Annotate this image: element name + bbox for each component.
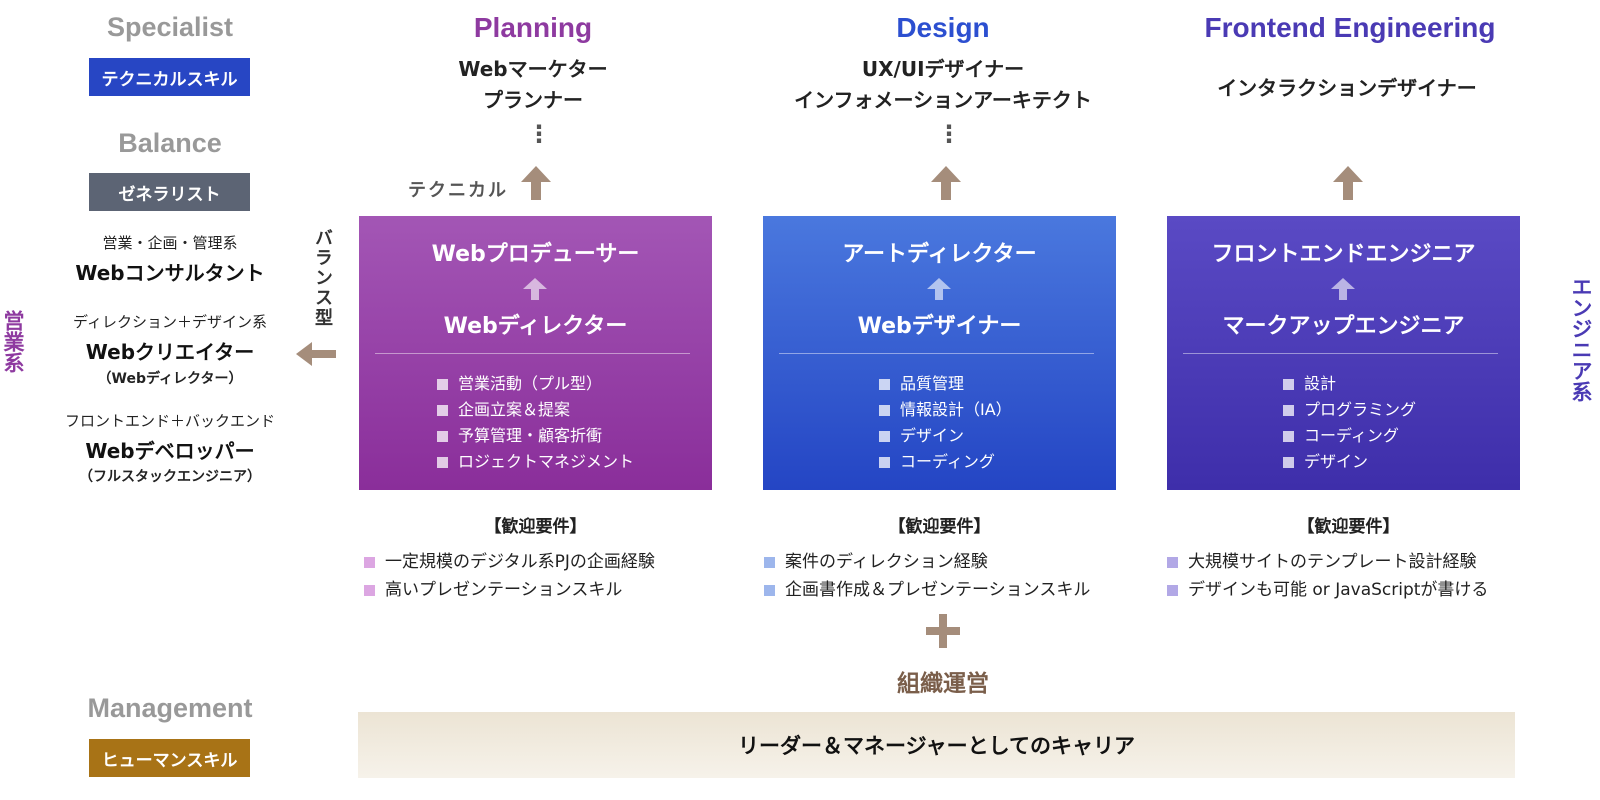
frontend-heading: Frontend Engineering (1204, 12, 1496, 43)
design-junior-role: Webデザイナー (857, 314, 1022, 339)
requirements-heading: 【歓迎要件】 (888, 517, 991, 537)
planning-card: Webプロデューサー Webディレクター 営業活動（プル型） 企画立案＆提案 予… (359, 216, 712, 490)
skills-list: 設計 プログラミング コーディング デザイン (1283, 371, 1416, 475)
engineer-side-label: エンジニア系 (1569, 276, 1593, 402)
up-arrow-icon (931, 166, 961, 200)
role-subtitle: ディレクション＋デザイン系 (73, 313, 267, 331)
design-heading: Design (896, 12, 990, 43)
up-arrow-icon (521, 166, 551, 200)
skill-item: コーディング (879, 449, 1012, 475)
engineering-card: フロントエンドエンジニア マークアップエンジニア 設計 プログラミング コーディ… (1167, 216, 1520, 490)
skill-item: デザイン (1283, 449, 1416, 475)
divider (1183, 353, 1498, 354)
requirements-list: 大規模サイトのテンプレート設計経験 デザインも可能 or JavaScriptが… (1167, 548, 1488, 604)
skill-item: 品質管理 (879, 371, 1012, 397)
skill-item: 営業活動（プル型） (437, 371, 634, 397)
up-arrow-icon (1333, 166, 1363, 200)
human-skill-tag: ヒューマンスキル (89, 739, 250, 777)
engineering-senior-role: フロントエンドエンジニア (1211, 242, 1476, 267)
skill-item: コーディング (1283, 423, 1416, 449)
ellipsis-icon: ⋮ (937, 120, 961, 148)
skill-item: 予算管理・顧客折衝 (437, 423, 634, 449)
top-role: インタラクションデザイナー (1217, 76, 1477, 100)
planning-junior-role: Webディレクター (443, 314, 628, 339)
skill-item: ロジェクトマネジメント (437, 449, 634, 475)
small-up-arrow-icon (523, 278, 547, 300)
balance-heading: Balance (118, 128, 222, 158)
specialist-heading: Specialist (106, 12, 234, 42)
role-paren: （フルスタックエンジニア） (79, 469, 261, 485)
technical-label: テクニカル (408, 180, 508, 201)
skill-item: 企画立案＆提案 (437, 397, 634, 423)
generalist-tag: ゼネラリスト (89, 173, 250, 211)
top-role: プランナー (483, 88, 583, 112)
top-role: インフォメーションアーキテクト (794, 88, 1092, 112)
planning-heading: Planning (473, 12, 593, 43)
divider (375, 353, 690, 354)
requirements-heading: 【歓迎要件】 (484, 517, 587, 537)
divider (779, 353, 1094, 354)
requirements-list: 案件のディレクション経験 企画書作成＆プレゼンテーションスキル (764, 548, 1090, 604)
role-title: Webデベロッパー (85, 439, 255, 463)
top-role: Webマーケター (458, 57, 608, 81)
organization-label: 組織運営 (897, 671, 989, 697)
skill-item: デザイン (879, 423, 1012, 449)
balance-type-label: バランス型 (312, 228, 333, 328)
requirements-heading: 【歓迎要件】 (1297, 517, 1400, 537)
skills-list: 品質管理 情報設計（IA） デザイン コーディング (879, 371, 1012, 475)
requirement-item: 高いプレゼンテーションスキル (364, 576, 655, 604)
role-paren: （Webディレクター） (97, 371, 243, 387)
planning-senior-role: Webプロデューサー (431, 242, 640, 267)
ellipsis-icon: ⋮ (527, 120, 551, 148)
left-arrow-icon (296, 342, 336, 366)
skill-item: 情報設計（IA） (879, 397, 1012, 423)
plus-icon (926, 614, 960, 648)
sales-side-label: 営業系 (1, 310, 25, 373)
skills-list: 営業活動（プル型） 企画立案＆提案 予算管理・顧客折衝 ロジェクトマネジメント (437, 371, 634, 475)
role-title: Webクリエイター (85, 340, 255, 364)
technical-skill-tag: テクニカルスキル (89, 58, 250, 96)
role-subtitle: フロントエンド＋バックエンド (64, 412, 275, 430)
requirement-item: デザインも可能 or JavaScriptが書ける (1167, 576, 1488, 604)
skill-item: プログラミング (1283, 397, 1416, 423)
requirement-item: 大規模サイトのテンプレート設計経験 (1167, 548, 1488, 576)
small-up-arrow-icon (927, 278, 951, 300)
design-senior-role: アートディレクター (842, 242, 1037, 267)
requirement-item: 企画書作成＆プレゼンテーションスキル (764, 576, 1090, 604)
role-subtitle: 営業・企画・管理系 (102, 234, 238, 252)
role-title: Webコンサルタント (75, 261, 265, 285)
engineering-junior-role: マークアップエンジニア (1222, 314, 1465, 339)
requirements-list: 一定規模のデジタル系PJの企画経験 高いプレゼンテーションスキル (364, 548, 655, 604)
design-card: アートディレクター Webデザイナー 品質管理 情報設計（IA） デザイン コー… (763, 216, 1116, 490)
skill-item: 設計 (1283, 371, 1416, 397)
management-heading: Management (87, 693, 253, 723)
requirement-item: 一定規模のデジタル系PJの企画経験 (364, 548, 655, 576)
top-role: UX/UIデザイナー (861, 57, 1025, 81)
requirement-item: 案件のディレクション経験 (764, 548, 1090, 576)
career-bar: リーダー＆マネージャーとしてのキャリア (358, 712, 1515, 778)
small-up-arrow-icon (1331, 278, 1355, 300)
